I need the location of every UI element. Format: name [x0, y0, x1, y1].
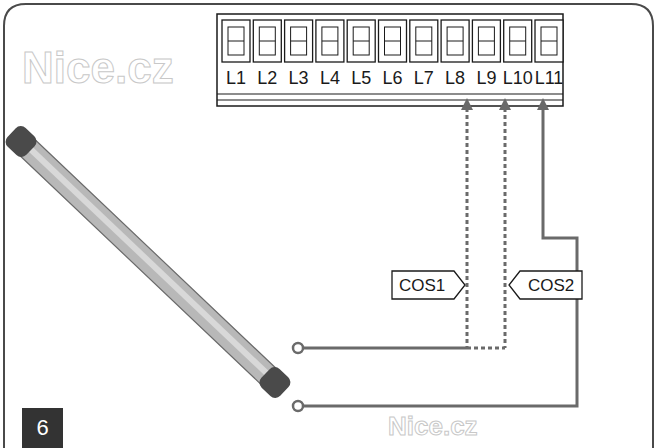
terminal-mark: [510, 41, 526, 42]
terminal-screw: [291, 27, 307, 55]
terminal-block: [217, 14, 563, 106]
terminal-screw: [322, 27, 338, 55]
callout-box: COS2: [508, 270, 583, 300]
terminal-mark: [478, 41, 494, 42]
terminal-mark: [291, 41, 307, 42]
cos-wires: [293, 98, 511, 353]
terminal-slot: [285, 20, 313, 62]
terminal-label: L8: [445, 69, 465, 87]
callout-text: COS1: [399, 277, 466, 294]
terminal-mark: [228, 41, 244, 42]
terminal-label: L10: [503, 69, 533, 87]
terminal-label: L3: [289, 69, 309, 87]
terminal-mark: [541, 41, 557, 42]
terminal-label: L9: [476, 69, 496, 87]
terminal-screw: [541, 27, 557, 55]
figure-number-box: 6: [22, 408, 63, 448]
frame: [4, 4, 653, 448]
terminal-screw: [447, 27, 463, 55]
terminal-screw: [385, 27, 401, 55]
terminal-label: L4: [320, 69, 340, 87]
callout-text: COS2: [528, 277, 583, 294]
terminal-label: L5: [351, 69, 371, 87]
terminal-slot: [379, 20, 407, 62]
watermark: Nice.cz: [388, 413, 478, 439]
terminal-slot: [253, 20, 281, 62]
terminal-screw: [510, 27, 526, 55]
terminal-slot: [504, 20, 532, 62]
terminal-slot: [410, 20, 438, 62]
terminal-label: L6: [382, 69, 402, 87]
sensitive-edge: [3, 123, 294, 401]
l11-wire: [293, 98, 577, 411]
terminal-slot: [222, 20, 250, 62]
callout-box: COS1: [391, 270, 466, 300]
terminal-label: L1: [226, 69, 246, 87]
terminal-screw: [228, 27, 244, 55]
terminal-mark: [416, 41, 432, 42]
terminal-screw: [353, 27, 369, 55]
figure-number: 6: [22, 417, 63, 439]
terminal-label: L11: [535, 69, 564, 87]
terminal-label: L7: [414, 69, 434, 87]
terminal-mark: [447, 41, 463, 42]
terminal-mark: [353, 41, 369, 42]
terminal-mark: [385, 41, 401, 42]
terminal-screw: [416, 27, 432, 55]
terminal-screw: [478, 27, 494, 55]
terminal-mark: [322, 41, 338, 42]
terminal-screw: [259, 27, 275, 55]
terminal-slot: [535, 20, 563, 62]
terminal-slot: [347, 20, 375, 62]
terminal-label: L2: [257, 69, 277, 87]
terminal-mark: [259, 41, 275, 42]
terminal-slot: [472, 20, 500, 62]
terminal-slot: [441, 20, 469, 62]
watermark: Nice.cz: [22, 46, 174, 90]
terminal-slot: [316, 20, 344, 62]
